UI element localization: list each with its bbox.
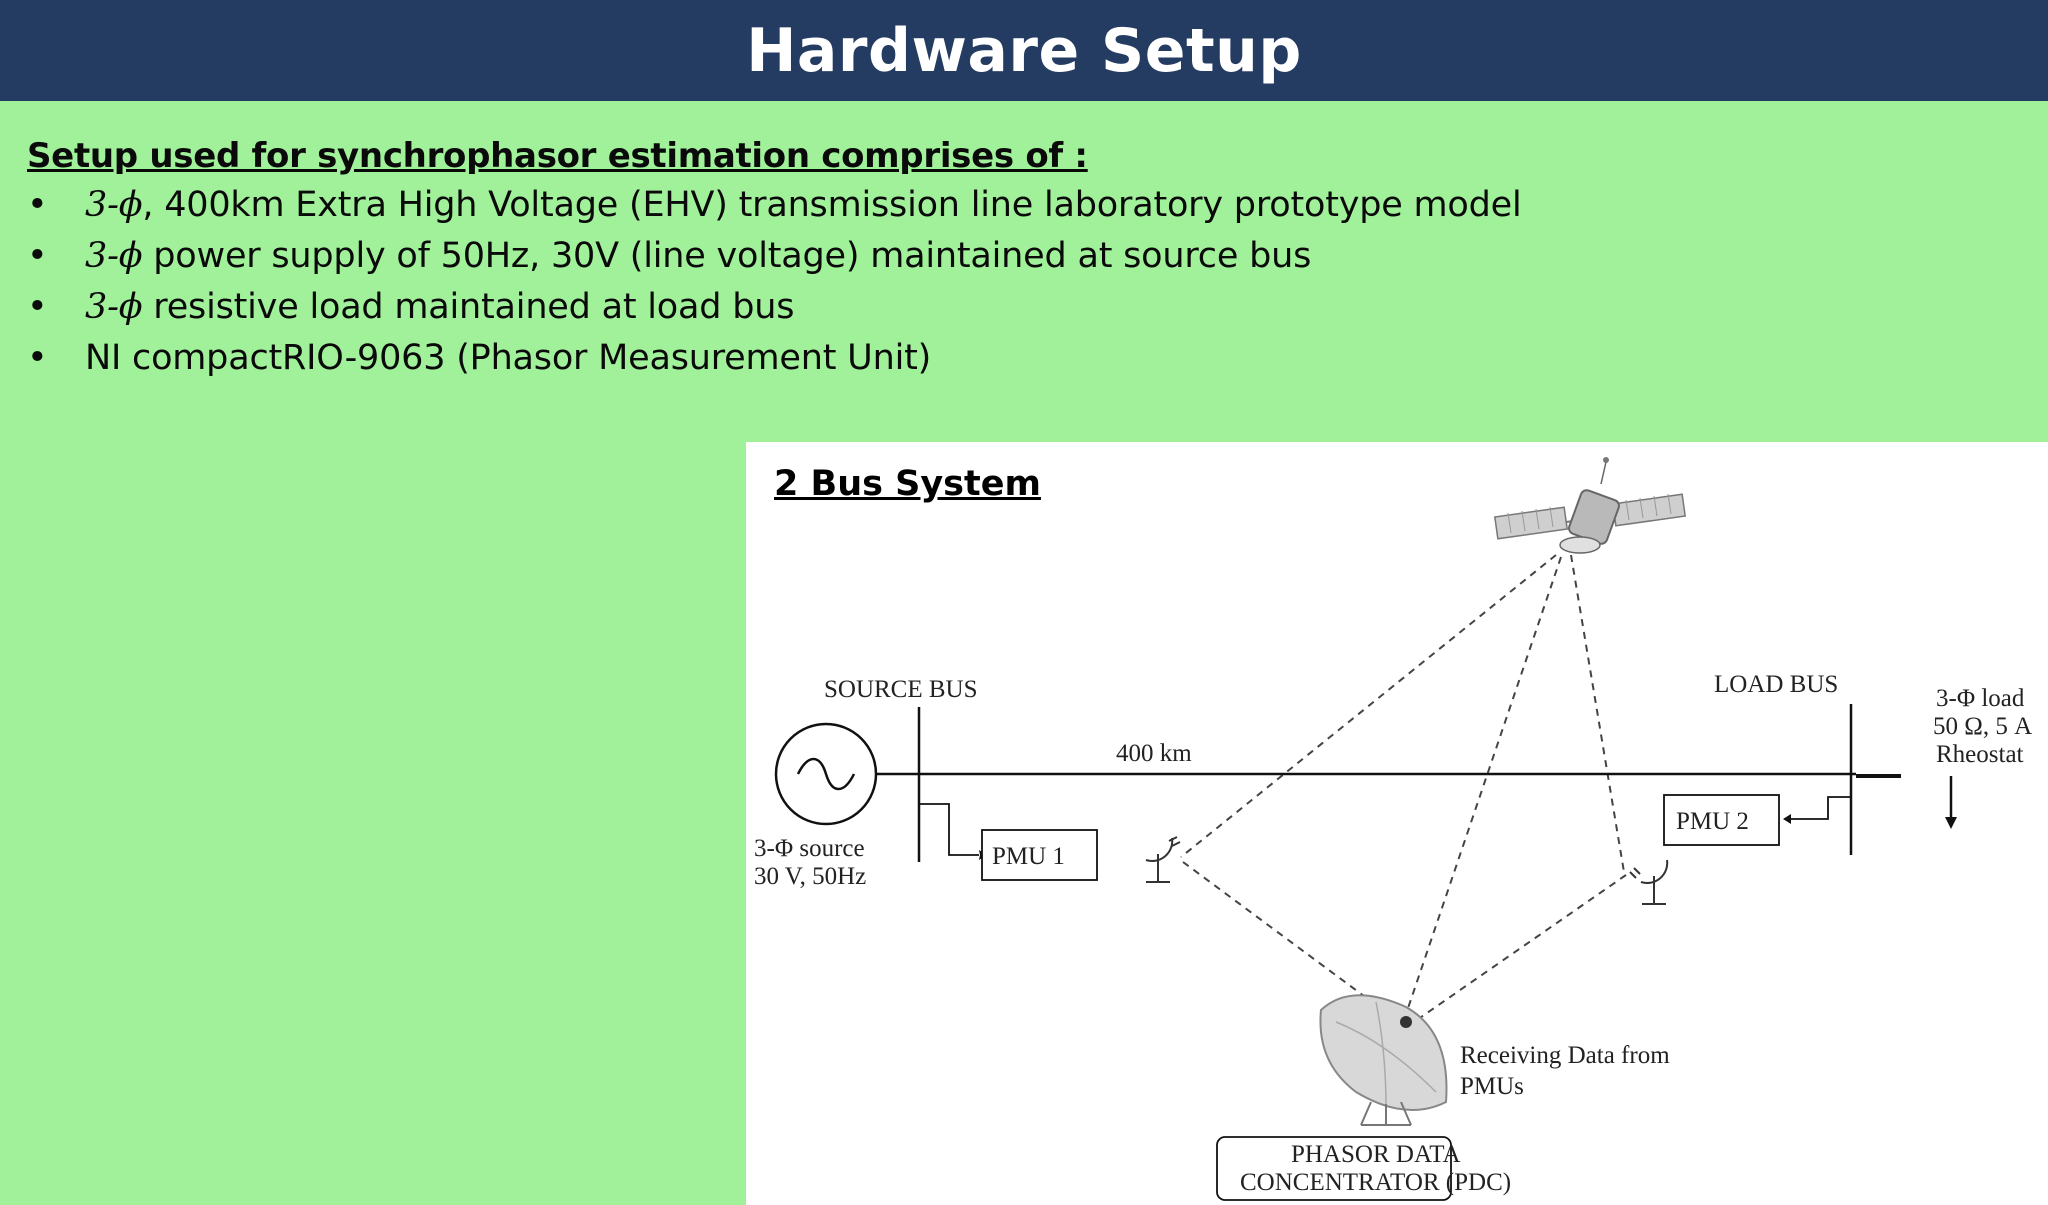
load-spec-line1: 3-Φ load (1936, 685, 2025, 712)
load-spec-line2: 50 Ω, 5 A (1933, 713, 2032, 740)
phi-symbol: 3-ϕ (85, 236, 143, 276)
sine-wave-icon (796, 757, 856, 791)
link-sat-pmu2 (1570, 554, 1625, 873)
diagram-title: 2 Bus System (774, 464, 1041, 504)
setup-bullet-list: •3-ϕ, 400km Extra High Voltage (EHV) tra… (27, 180, 2007, 384)
load-arrowhead (1945, 817, 1957, 829)
pmu1-connector (919, 803, 979, 856)
link-sat-pdc (1403, 556, 1562, 1021)
pmu2-box (1663, 794, 1780, 846)
phi-symbol: 3-ϕ (85, 185, 143, 225)
bullet-text: power supply of 50Hz, 30V (line voltage)… (142, 236, 1312, 276)
title-bar: Hardware Setup (0, 0, 2048, 101)
satellite-icon (1493, 457, 1687, 554)
communication-links (1180, 554, 1627, 1023)
pdc-label-line1: PHASOR DATA (1291, 1141, 1461, 1168)
bullet-dot: • (27, 236, 48, 276)
load-bus-label: LOAD BUS (1714, 671, 1838, 698)
receiving-label-line1: Receiving Data from (1460, 1042, 1670, 1069)
pmu2-label: PMU 2 (1676, 808, 1749, 835)
pmu2-connector (1791, 796, 1851, 820)
phi-symbol: 3-ϕ (85, 287, 143, 327)
bullet-item: • NI compactRIO-9063 (Phasor Measurement … (27, 333, 2007, 384)
intro-section: Setup used for synchrophasor estimation … (27, 132, 2007, 384)
load-spec-line3: Rheostat (1936, 741, 2024, 768)
pmu1-box (981, 829, 1098, 881)
bullet-dot: • (27, 287, 48, 327)
source-bus-label: SOURCE BUS (824, 676, 978, 703)
two-bus-diagram: SOURCE BUS LOAD BUS 400 km 3-Φ source 30… (754, 457, 2032, 1201)
line-length-label: 400 km (1116, 740, 1192, 767)
receiving-label-line2: PMUs (1460, 1073, 1524, 1100)
link-pmu2-pdc (1413, 874, 1627, 1023)
bullet-text: , 400km Extra High Voltage (EHV) transmi… (142, 185, 1522, 225)
bullet-dot: • (27, 185, 48, 225)
source-spec-line2: 30 V, 50Hz (754, 863, 866, 890)
bullet-text: NI compactRIO-9063 (Phasor Measurement U… (85, 338, 932, 378)
link-sat-pmu1 (1180, 554, 1557, 858)
bullet-dot: • (27, 338, 48, 378)
pmu2-arrowhead (1783, 814, 1791, 824)
source-spec-line1: 3-Φ source (754, 835, 865, 862)
receiving-dish-icon (1319, 994, 1448, 1126)
bullet-text: resistive load maintained at load bus (142, 287, 795, 327)
bullet-item: • 3-ϕ power supply of 50Hz, 30V (line vol… (27, 231, 2007, 282)
bullet-item: • 3-ϕ resistive load maintained at load b… (27, 282, 2007, 333)
intro-heading: Setup used for synchrophasor estimation … (27, 136, 1088, 176)
bullet-item: • 3-ϕ, 400km Extra High Voltage (EHV) tra… (27, 180, 2007, 231)
pmu1-label: PMU 1 (992, 843, 1065, 870)
pdc-label-line2: CONCENTRATOR (PDC) (1240, 1169, 1511, 1196)
diagram-panel: SOURCE BUS LOAD BUS 400 km 3-Φ source 30… (746, 442, 2048, 1205)
pdc-box (1216, 1136, 1452, 1201)
slide-title: Hardware Setup (746, 15, 1302, 86)
dish-antenna-icon (1629, 859, 1669, 905)
dish-antenna-icon (1145, 836, 1181, 883)
